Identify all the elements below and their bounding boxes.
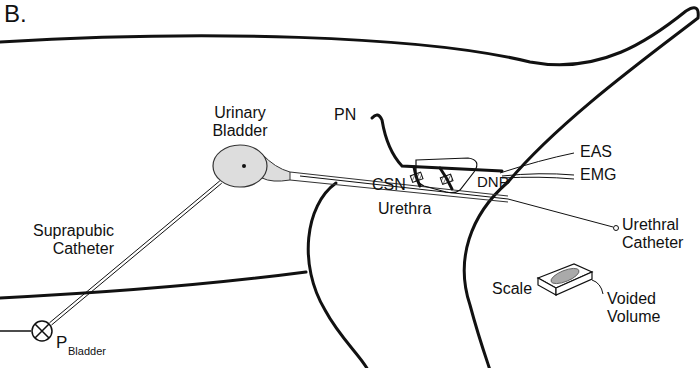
panel-label: B. bbox=[4, 0, 27, 28]
scale-device: Scale bbox=[536, 262, 594, 298]
pressure-transducer: PBladder bbox=[31, 320, 53, 342]
catheter-label: Urethral Catheter bbox=[622, 216, 694, 252]
urethral-catheter bbox=[300, 176, 613, 227]
signal-name: EAS bbox=[580, 143, 612, 161]
belly-outline bbox=[0, 272, 306, 298]
pudendal-nerve bbox=[372, 115, 502, 171]
leg-back-outline bbox=[464, 182, 508, 368]
pressure-line bbox=[0, 330, 31, 332]
leader-line bbox=[592, 280, 603, 294]
signal-name: EMG bbox=[580, 166, 616, 184]
catheter-tip bbox=[242, 164, 246, 168]
measurement-label: Voided Volume bbox=[607, 290, 679, 326]
cuff-electrode bbox=[410, 172, 423, 182]
bladder-shape-outline bbox=[212, 144, 268, 188]
organ-label: Urinary Bladder bbox=[198, 104, 282, 140]
nerve-label: PN bbox=[334, 106, 356, 124]
emg-wire bbox=[502, 174, 574, 176]
transducer-cross bbox=[35, 324, 49, 338]
bladder-shape: Urinary Bladder bbox=[212, 144, 268, 188]
catheter-label: Suprapubic Catheter bbox=[10, 222, 114, 258]
nerve-label: DNP bbox=[477, 174, 509, 190]
back-outline bbox=[0, 8, 698, 182]
organ-label: Urethra bbox=[378, 200, 431, 218]
signal-name: P bbox=[56, 334, 67, 352]
voided-urine bbox=[549, 265, 581, 286]
emg-wire bbox=[500, 153, 574, 173]
pressure-transducer-outline bbox=[31, 320, 53, 342]
device-label: Scale bbox=[492, 280, 532, 298]
urethra-wall bbox=[290, 172, 508, 196]
catheter-tip bbox=[614, 226, 619, 231]
pelvic-outline bbox=[416, 158, 477, 193]
leg-front-outline bbox=[308, 183, 368, 368]
nerve-label: CSN bbox=[372, 176, 406, 194]
emg-wire bbox=[502, 177, 574, 179]
transducer-circle bbox=[32, 321, 52, 341]
scale-device-outline bbox=[536, 262, 594, 298]
cuff-electrode bbox=[440, 174, 453, 184]
signal-subscript: Bladder bbox=[68, 345, 106, 357]
bladder-outline bbox=[213, 145, 267, 187]
